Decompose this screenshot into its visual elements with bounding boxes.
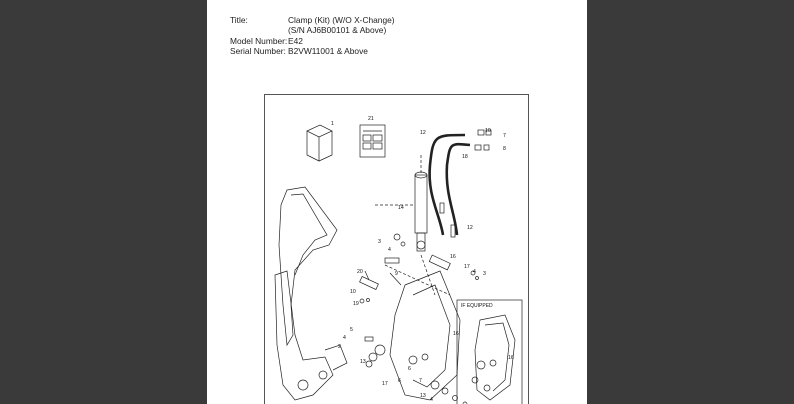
serial-value: B2VW11001 & Above [288,46,368,57]
callout-13: 13 [360,359,366,365]
callout-16c: 16 [508,355,514,361]
hydraulic-hose-lines [428,133,471,236]
thumb-clamp [389,254,479,404]
callout-6b: 6 [398,378,401,384]
callout-2: 2 [338,344,341,350]
serial-label: Serial Number: [230,46,286,57]
callout-10b: 10 [350,289,356,295]
callout-8: 8 [503,146,506,152]
callout-17b: 17 [382,381,388,387]
callout-5: 5 [350,327,353,333]
callout-16: 16 [450,254,456,260]
callout-13b: 13 [420,393,426,399]
document-page: Title: Clamp (Kit) (W/O X-Change) (S/N A… [207,0,587,404]
model-row: Model Number: E42 [230,36,538,46]
callout-16b: 16 [453,331,459,337]
model-label: Model Number: [230,35,288,46]
callout-7b: 7 [419,378,422,384]
callout-3b: 3 [483,271,486,277]
callout-14: 14 [398,205,404,211]
kit-box-icon [306,124,333,162]
callout-4c: 4 [343,335,346,341]
title-line-1: Clamp (Kit) (W/O X-Change) [288,15,395,25]
callout-6: 6 [408,366,411,372]
callout-4: 4 [388,247,391,253]
callout-labels: 1 21 12 10 7 8 18 14 12 3 4 20 9 10 19 1… [331,116,514,403]
callout-20: 20 [357,269,363,275]
pin-parts [359,233,406,368]
if-equipped-inset [456,299,523,404]
model-value: E42 [288,35,303,46]
callout-1: 1 [331,121,334,127]
callout-21: 21 [368,116,374,122]
callout-10: 10 [485,128,491,134]
callout-4d: 4 [430,397,433,403]
title-line-2: (S/N AJ6B00101 & Above) [288,25,387,36]
callout-12b: 12 [467,225,473,231]
title-row: Title: Clamp (Kit) (W/O X-Change) (S/N A… [230,15,538,36]
title-value: Clamp (Kit) (W/O X-Change) (S/N AJ6B0010… [288,15,538,36]
callout-18: 18 [462,154,468,160]
callout-9: 9 [395,271,398,277]
callout-12: 12 [420,130,426,136]
boom-arm [274,186,348,401]
callout-17: 17 [464,264,470,270]
callout-7: 7 [503,133,506,139]
clamp-cylinder [414,171,428,252]
serial-row: Serial Number: B2VW11001 & Above [230,46,538,56]
title-label: Title: [230,15,248,25]
callout-19: 19 [353,301,359,307]
instruction-sheet-icon [359,124,386,158]
assembly-guide-lines [375,155,451,296]
document-metadata: Title: Clamp (Kit) (W/O X-Change) (S/N A… [230,15,538,57]
inset-label: IF EQUIPPED [461,303,493,309]
callout-4b: 4 [473,269,476,275]
parts-diagram-svg: 1 21 12 10 7 8 18 14 12 3 4 20 9 10 19 1… [274,116,523,404]
hose-fittings [439,129,492,238]
parts-diagram: 1 21 12 10 7 8 18 14 12 3 4 20 9 10 19 1… [264,94,529,404]
callout-3: 3 [378,239,381,245]
